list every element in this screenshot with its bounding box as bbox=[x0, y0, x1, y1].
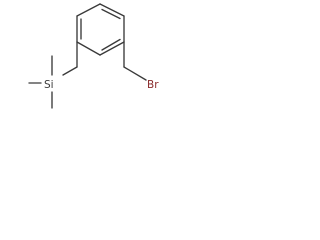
ring-bond-6 bbox=[76, 3, 101, 17]
silicon-atom-label: Si bbox=[44, 79, 54, 91]
trimethylsilylmethyl-group: Si bbox=[28, 41, 78, 109]
c-br-bond bbox=[123, 66, 147, 81]
ring-bond-4 bbox=[76, 41, 101, 56]
bromomethyl-group: Br bbox=[123, 41, 159, 91]
chemical-structure-diagram: Br Si bbox=[28, 3, 159, 109]
ring-double-bond-2 bbox=[101, 38, 121, 51]
benzene-ring bbox=[76, 3, 125, 56]
ring-bond-3 bbox=[99, 41, 125, 56]
ring-double-bond-1 bbox=[101, 8, 121, 20]
c-si-bond bbox=[62, 66, 78, 76]
bromine-atom-label: Br bbox=[147, 79, 159, 91]
ring-bond-1 bbox=[99, 3, 125, 17]
